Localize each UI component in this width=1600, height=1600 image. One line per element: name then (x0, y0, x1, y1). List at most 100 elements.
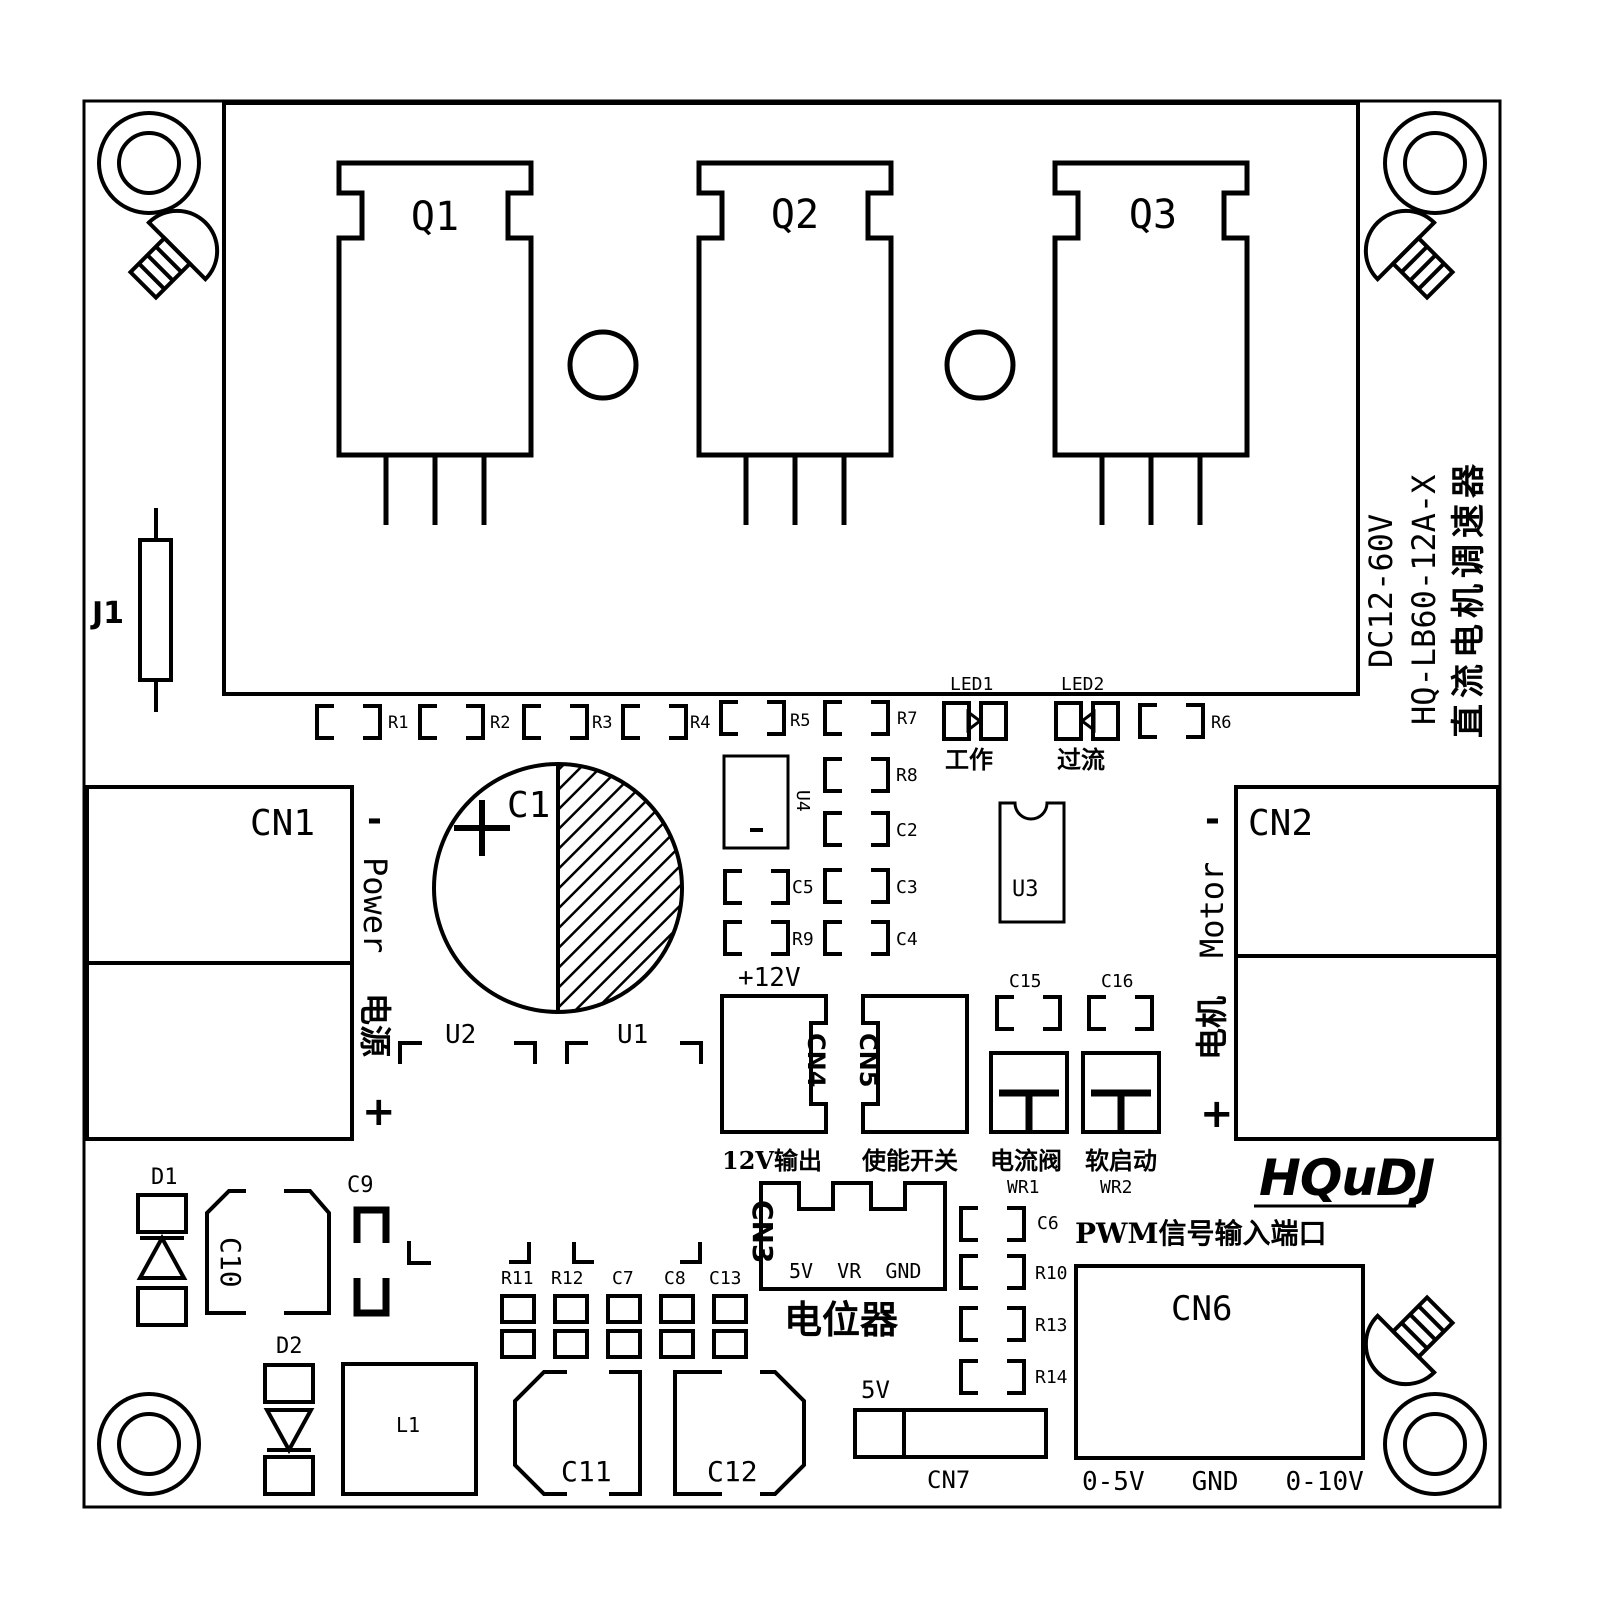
u2-label: U2 (445, 1020, 476, 1050)
c11-label: C11 (561, 1455, 612, 1488)
r2-label: R2 (490, 713, 510, 733)
r14-label: R14 (1035, 1367, 1068, 1388)
capacitor-c12 (673, 1370, 806, 1496)
mounting-hole-top-right (1383, 111, 1487, 215)
capacitor-c11 (513, 1370, 642, 1496)
power-label: Power (356, 857, 394, 953)
ic-u4 (722, 754, 790, 850)
smd-pad-c15 (995, 995, 1062, 1031)
terminal-cn2 (1234, 785, 1500, 1141)
r7-label: R7 (897, 709, 917, 729)
l1-label: L1 (396, 1413, 420, 1437)
led2 (1054, 701, 1120, 741)
smd-pad-r4 (621, 704, 688, 740)
connector-cn3 (759, 1181, 947, 1291)
c7-label: C7 (612, 1268, 634, 1289)
power-cn-label: 电源 (356, 993, 394, 1057)
pwm-port-label: PWM信号输入端口 (1075, 1217, 1327, 1250)
cn7-5v-label: 5V (861, 1376, 890, 1404)
c9-marker (407, 1241, 431, 1265)
heatsink-hole (944, 329, 1016, 401)
cn5-label: CN5 (854, 1033, 882, 1087)
c4-label: C4 (896, 929, 918, 950)
wr1-function-label: 电流阀 (990, 1146, 1062, 1175)
r11-label: R11 (501, 1268, 534, 1289)
cn2-label: CN2 (1248, 803, 1313, 844)
cn3-pins-label: 5V VR GND (789, 1259, 921, 1283)
c9-label: C9 (347, 1173, 374, 1198)
transistor-q3 (1052, 160, 1250, 525)
c13-label: C13 (709, 1268, 742, 1289)
terminal-cn1 (85, 785, 354, 1141)
cn2-plus-label: + (1200, 1091, 1234, 1137)
smd-pad-c8 (659, 1294, 695, 1359)
led1 (942, 701, 1008, 741)
smd-pad-c2 (823, 811, 890, 847)
r6-label: R6 (1211, 713, 1231, 733)
smd-pad-c7 (606, 1294, 642, 1359)
cn6-label: CN6 (1171, 1289, 1232, 1329)
capacitor-c9 (353, 1206, 390, 1317)
motor-cn-label: 电机 (1193, 996, 1231, 1060)
cn1-label: CN1 (250, 803, 315, 844)
smd-pad-r11 (500, 1294, 536, 1359)
trimmer-wr1 (989, 1051, 1069, 1134)
smd-pad-c5 (723, 869, 790, 905)
screw-icon (1363, 1294, 1456, 1387)
c1-label: C1 (507, 785, 550, 826)
r8-label: R8 (896, 765, 918, 786)
inductor-l1 (341, 1362, 478, 1496)
cn4-label: CN4 (802, 1033, 830, 1087)
model-label: HQ-LB60-12A-X (1405, 475, 1443, 725)
heatsink-hole (567, 329, 639, 401)
mounting-hole-bottom-left (97, 1392, 201, 1496)
u2-outline (398, 1041, 537, 1064)
c2-label: C2 (896, 820, 918, 841)
cn1-plus-label: + (362, 1089, 396, 1135)
cn3-label: CN3 (746, 1200, 779, 1263)
c15-label: C15 (1009, 971, 1042, 992)
brand-logo: HQuDJ (1254, 1149, 1435, 1208)
r13-label: R13 (1035, 1315, 1068, 1336)
r10-label: R10 (1035, 1263, 1068, 1284)
smd-pad-c6 (959, 1206, 1026, 1242)
q2-label: Q2 (771, 192, 819, 238)
smd-pad-r6 (1138, 703, 1205, 739)
smd-pad-c4 (823, 920, 890, 956)
capacitor-c1 (432, 762, 684, 1014)
r9-label: R9 (792, 929, 814, 950)
c10-label: C10 (214, 1237, 247, 1288)
connector-cn7 (853, 1408, 1048, 1459)
diode-d1 (136, 1193, 188, 1327)
r3-label: R3 (592, 713, 612, 733)
smd-pad-r12 (553, 1294, 589, 1359)
mounting-hole-top-left (97, 111, 201, 215)
c16-label: C16 (1101, 971, 1134, 992)
wr2-function-label: 软启动 (1085, 1146, 1157, 1175)
heatsink-area (222, 101, 1360, 696)
u1-label: U1 (617, 1020, 648, 1050)
smd-pad-r2 (418, 704, 485, 740)
smd-pad-r8 (823, 757, 890, 793)
smd-pad-c16 (1087, 995, 1154, 1031)
transistor-q2 (696, 160, 894, 525)
smd-pad-r5 (719, 700, 786, 736)
led2-function-label: 过流 (1057, 746, 1105, 774)
cn5-function-label: 使能开关 (861, 1146, 958, 1175)
jumper-j1 (138, 508, 173, 712)
trimmer-wr2 (1081, 1051, 1161, 1134)
cn7-label: CN7 (927, 1466, 970, 1494)
connector-cn4 (720, 994, 828, 1134)
smd-pad-c13 (712, 1294, 748, 1359)
q1-label: Q1 (411, 194, 459, 240)
motor-label: Motor (1193, 862, 1231, 958)
title-cn-label: 直流电机调速器 (1449, 458, 1489, 738)
connector-cn6 (1074, 1264, 1365, 1460)
smd-pad-r3 (522, 704, 589, 740)
r1-label: R1 (388, 713, 408, 733)
r4-label: R4 (690, 713, 710, 733)
cn4-function-label: 12V输出 (722, 1146, 822, 1175)
ic-u3 (998, 801, 1066, 924)
mounting-hole-bottom-right (1383, 1392, 1487, 1496)
